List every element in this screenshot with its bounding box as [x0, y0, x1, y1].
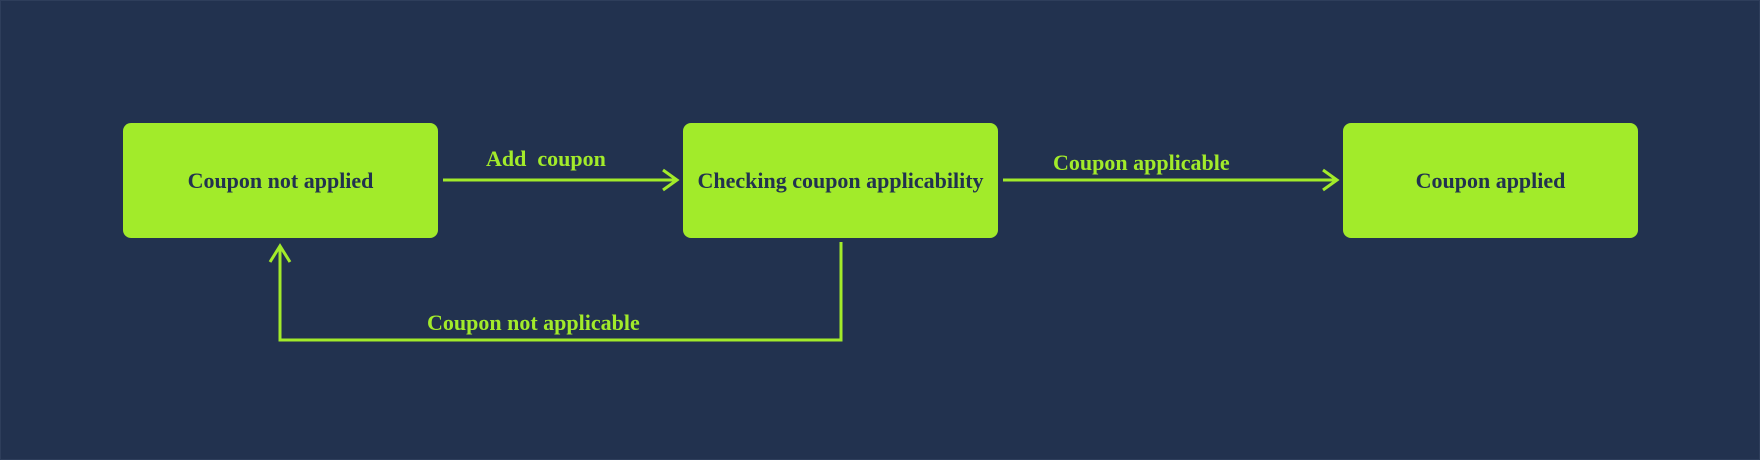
- state-coupon-not-applied[interactable]: Coupon not applied: [123, 123, 438, 238]
- state-label: Checking coupon applicability: [697, 167, 984, 193]
- state-coupon-applied[interactable]: Coupon applied: [1343, 123, 1638, 238]
- edge-label-coupon-not-applicable: Coupon not applicable: [427, 310, 640, 335]
- state-label: Coupon not applied: [187, 167, 374, 193]
- edge-add-coupon: [443, 168, 680, 192]
- edge-coupon-applicable: [1003, 168, 1340, 192]
- edge-label-add-coupon: Add coupon: [486, 146, 606, 171]
- edge-label-coupon-applicable: Coupon applicable: [1053, 150, 1230, 175]
- state-checking-coupon-applicability[interactable]: Checking coupon applicability: [683, 123, 998, 238]
- edge-coupon-not-applicable: [268, 242, 843, 342]
- state-label: Coupon applied: [1415, 167, 1566, 193]
